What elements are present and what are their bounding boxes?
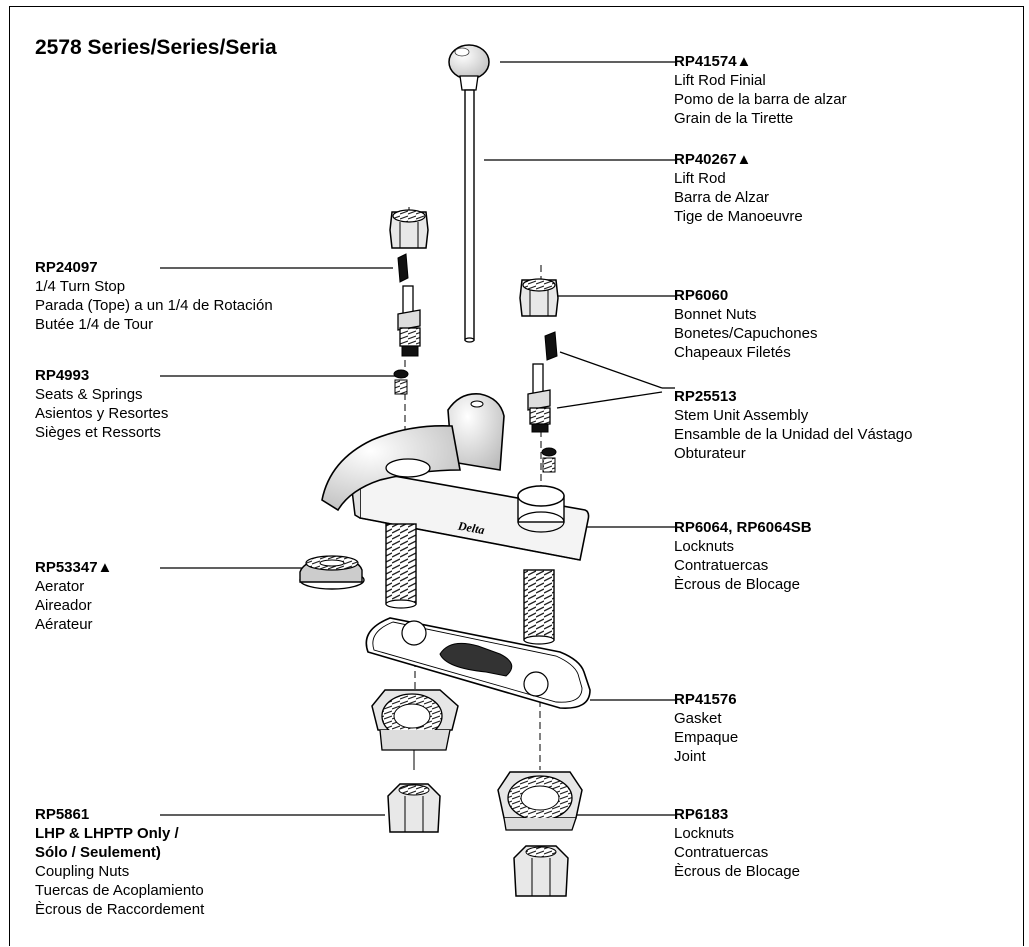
part-desc-fr: Obturateur: [674, 445, 746, 462]
part-code: RP41576: [674, 691, 737, 708]
label-rp6060: RP6060 Bonnet Nuts Bonetes/Capuchones Ch…: [674, 286, 817, 362]
part-desc-es: Contratuercas: [674, 557, 769, 574]
diagram-title: 2578 Series/Series/Seria: [35, 36, 277, 59]
left-shank: [385, 523, 417, 609]
part-desc-fr: Sièges et Ressorts: [35, 424, 161, 441]
left-coupling-nut: [387, 783, 441, 833]
right-locknut: [497, 771, 583, 831]
part-note: Sólo / Seulement): [35, 844, 161, 861]
part-desc-fr: Chapeaux Filetés: [674, 344, 791, 361]
label-rp4993: RP4993 Seats & Springs Asientos y Resort…: [35, 366, 168, 442]
delta-logo: Delta: [456, 519, 486, 538]
right-shank: [523, 569, 555, 645]
part-code: RP6064, RP6064SB: [674, 519, 812, 536]
diagram-frame: [9, 6, 1024, 946]
part-desc-en: Locknuts: [674, 538, 735, 555]
part-desc-fr: Ècrous de Blocage: [674, 576, 800, 593]
part-code: RP6060: [674, 287, 729, 304]
part-desc-en: Lift Rod: [674, 170, 726, 187]
right-stem-assembly: [527, 331, 558, 433]
lift-rod: [464, 89, 475, 343]
faucet-body: Delta: [321, 393, 590, 561]
part-desc-en: Stem Unit Assembly: [674, 407, 809, 424]
part-desc-es: Barra de Alzar: [674, 189, 770, 206]
label-rp41574: RP41574▲ Lift Rod Finial Pomo de la barr…: [674, 52, 847, 128]
gasket-plate: [365, 617, 591, 709]
part-desc-fr: Aérateur: [35, 616, 93, 633]
part-desc-en: 1/4 Turn Stop: [35, 278, 126, 295]
part-code: RP5861: [35, 806, 90, 823]
part-code: RP6183: [674, 806, 729, 823]
part-desc-es: Empaque: [674, 729, 739, 746]
label-rp40267: RP40267▲ Lift Rod Barra de Alzar Tige de…: [674, 150, 803, 226]
part-desc-es: Ensamble de la Unidad del Vástago: [674, 426, 913, 443]
part-desc-es: Bonetes/Capuchones: [674, 325, 818, 342]
left-bonnet-nut: [389, 209, 429, 249]
part-code: RP25513: [674, 388, 737, 405]
lift-rod-finial: [448, 44, 490, 91]
part-desc-fr: Ècrous de Blocage: [674, 863, 800, 880]
part-code: RP53347▲: [35, 559, 113, 576]
part-desc-en: Coupling Nuts: [35, 863, 130, 880]
aerator: [299, 555, 365, 590]
part-desc-fr: Butée 1/4 de Tour: [35, 316, 154, 333]
part-desc-es: Parada (Tope) a un 1/4 de Rotación: [35, 297, 273, 314]
part-desc-en: Lift Rod Finial: [674, 72, 766, 89]
part-desc-en: Bonnet Nuts: [674, 306, 757, 323]
right-bonnet-nut: [519, 278, 559, 317]
part-code: RP24097: [35, 259, 98, 276]
part-desc-en: Locknuts: [674, 825, 735, 842]
part-desc-en: Gasket: [674, 710, 722, 727]
label-rp6064: RP6064, RP6064SB Locknuts Contratuercas …: [674, 518, 812, 594]
part-desc-fr: Grain de la Tirette: [674, 110, 794, 127]
part-code: RP41574▲: [674, 53, 752, 70]
part-desc-en: Aerator: [35, 578, 85, 595]
leader-lines: [160, 61, 675, 816]
part-code: RP4993: [35, 367, 90, 384]
left-stem-assembly: [397, 253, 421, 357]
part-desc-es: Pomo de la barra de alzar: [674, 91, 847, 108]
label-rp5861: RP5861 LHP & LHPTP Only / Sólo / Seuleme…: [35, 805, 204, 919]
right-seat-spring: [541, 447, 557, 473]
label-rp41576: RP41576 Gasket Empaque Joint: [674, 690, 738, 766]
left-seat-spring: [393, 369, 409, 395]
label-rp25513: RP25513 Stem Unit Assembly Ensamble de l…: [674, 387, 913, 463]
part-code: RP40267▲: [674, 151, 752, 168]
label-rp6183: RP6183 Locknuts Contratuercas Ècrous de …: [674, 805, 800, 881]
part-desc-fr: Ècrous de Raccordement: [35, 901, 205, 918]
part-desc-es: Tuercas de Acoplamiento: [35, 882, 204, 899]
label-rp24097: RP24097 1/4 Turn Stop Parada (Tope) a un…: [35, 258, 273, 334]
part-desc-es: Contratuercas: [674, 844, 769, 861]
part-desc-fr: Tige de Manoeuvre: [674, 208, 803, 225]
right-coupling-nut: [513, 845, 569, 897]
left-locknut: [371, 689, 459, 770]
label-rp53347: RP53347▲ Aerator Aireador Aérateur: [35, 558, 112, 634]
part-desc-es: Aireador: [35, 597, 92, 614]
part-desc-en: Seats & Springs: [35, 386, 143, 403]
part-desc-fr: Joint: [674, 748, 706, 765]
part-desc-es: Asientos y Resortes: [35, 405, 169, 422]
part-note: LHP & LHPTP Only /: [35, 825, 179, 842]
